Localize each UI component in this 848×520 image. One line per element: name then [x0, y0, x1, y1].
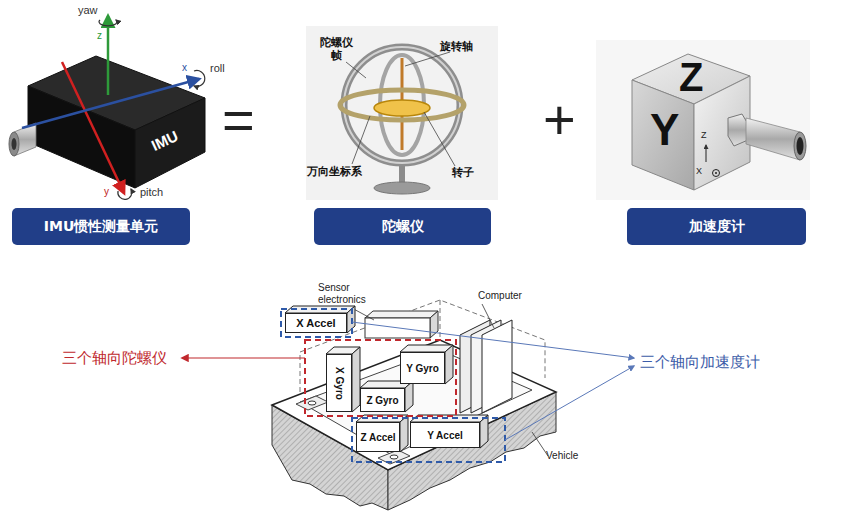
- axis-name: yaw: [78, 4, 98, 17]
- block-side-face: [480, 415, 488, 448]
- axis-letter: Z: [701, 130, 707, 141]
- axis-name: pitch: [140, 186, 163, 199]
- part-name: Computer: [478, 290, 522, 302]
- gyro-block: Y Gyro: [400, 352, 445, 384]
- part-name: 陀螺仪 帧: [318, 36, 354, 62]
- node-text: X Accel: [296, 317, 335, 329]
- part-name: 万向坐标系: [307, 165, 362, 178]
- equals-sign: =: [222, 92, 255, 148]
- gyroscope-illustration: [306, 26, 498, 200]
- accelerometer-illustration: [596, 40, 810, 200]
- gyro-block: Z Gyro: [360, 388, 405, 412]
- caption-button: 陀螺仪: [314, 208, 491, 245]
- node-text: Y Accel: [427, 430, 463, 441]
- accelerometer-block: Z Accel: [356, 422, 400, 452]
- axis-marking: Z: [679, 57, 703, 97]
- part-name: 旋转轴: [440, 40, 473, 53]
- node-text: IMU惯性测量单元: [44, 218, 159, 236]
- part-name: Vehicle: [546, 450, 578, 462]
- part-name: 转子: [452, 166, 474, 179]
- axis-letter: X: [696, 166, 702, 177]
- accelerometer-block: Y Accel: [410, 422, 480, 448]
- caption-button: IMU惯性测量单元: [12, 208, 190, 245]
- node-text: Z Accel: [360, 432, 395, 443]
- node-text: X Gyro: [334, 367, 345, 400]
- imu-illustration: [9, 16, 205, 199]
- leader-arrow: [505, 366, 634, 440]
- block-side-face: [405, 381, 413, 412]
- gyro-block: X Gyro: [326, 354, 352, 412]
- plus-sign: +: [543, 92, 576, 148]
- accel-group-outline: [281, 309, 352, 337]
- gyro-group-outline: [305, 340, 456, 416]
- callout-label: 三个轴向陀螺仪: [62, 349, 167, 367]
- block-top-face: [400, 345, 453, 352]
- accelerometer-block: X Accel: [285, 313, 347, 333]
- strapdown-drawing: [272, 300, 556, 510]
- node-text: 加速度计: [689, 218, 745, 236]
- part-name: Sensor electronics: [318, 282, 380, 306]
- node-text: Y Gyro: [406, 363, 439, 374]
- node-text: Z Gyro: [366, 395, 398, 406]
- axis-letter: z: [97, 30, 102, 42]
- node-text: 陀螺仪: [382, 218, 424, 236]
- axis-name: roll: [210, 62, 225, 75]
- caption-button: 加速度计: [627, 208, 806, 245]
- leader-arrow: [352, 322, 634, 358]
- axis-letter: y: [104, 186, 109, 198]
- device-marking: IMU: [148, 127, 181, 155]
- axis-marking: Y: [650, 108, 679, 152]
- accel-group-outline: [352, 418, 505, 462]
- block-side-face: [445, 345, 453, 384]
- leader-arrow: [182, 357, 305, 358]
- callout-label: 三个轴向加速度计: [640, 353, 760, 371]
- block-side-face: [400, 415, 408, 452]
- axis-letter: x: [182, 62, 187, 74]
- block-side-face: [352, 347, 360, 412]
